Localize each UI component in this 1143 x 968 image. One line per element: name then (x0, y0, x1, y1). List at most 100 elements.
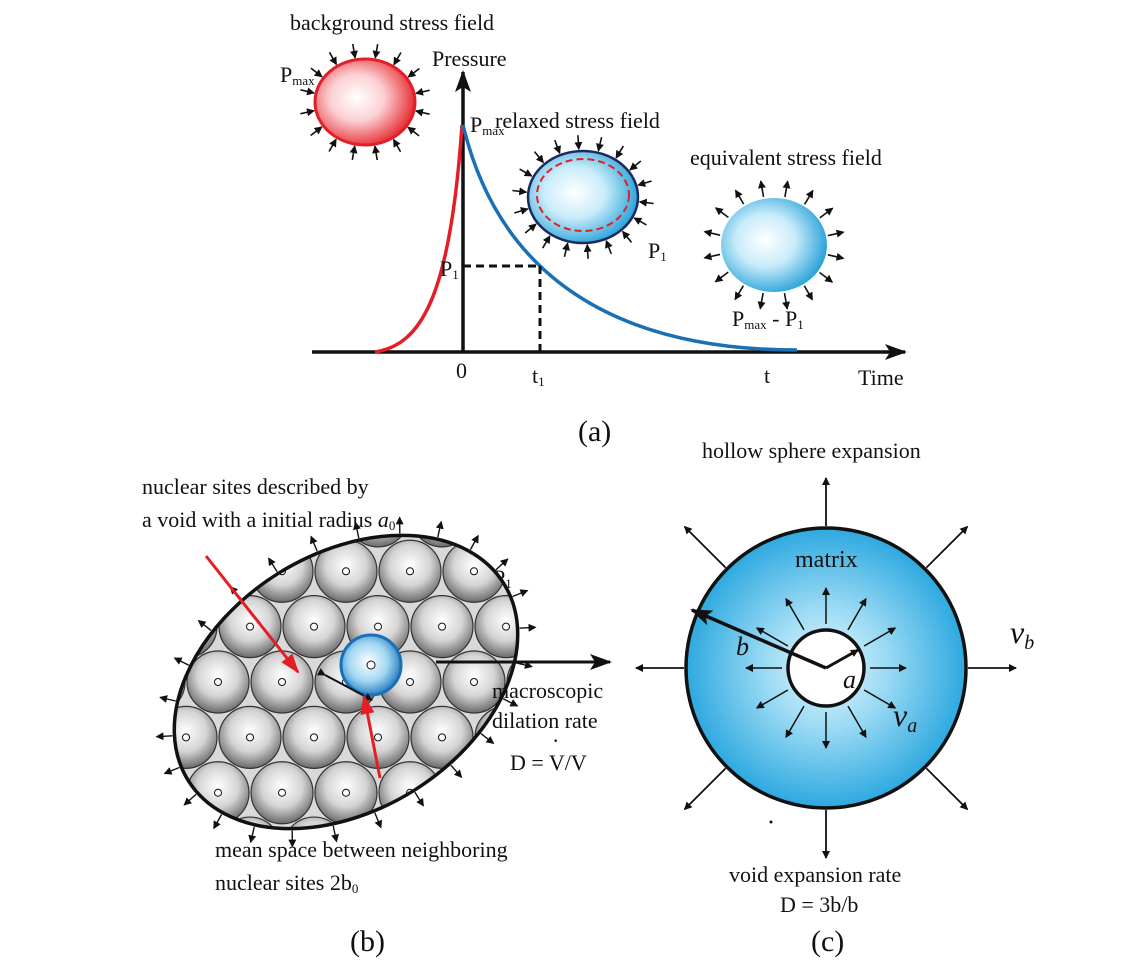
nuclear-site-sphere (379, 872, 441, 934)
nuclear-site-center (119, 623, 126, 630)
nuclear-site-center (599, 789, 606, 796)
nuclear-site-center (55, 623, 62, 630)
nuclear-site-center (247, 623, 254, 630)
nuclear-site-sphere (0, 872, 57, 934)
inward-arrow (543, 236, 550, 248)
nuclear-site-center (247, 734, 254, 741)
outward-arrow (184, 794, 196, 805)
nuclear-site-center (23, 679, 30, 686)
nuclear-site-sphere (539, 596, 601, 658)
nuclear-site-center (567, 734, 574, 741)
nuclear-site-center (343, 457, 350, 464)
outward-arrow (214, 814, 222, 828)
vb-label: vb (1010, 614, 1034, 654)
nuclear-site-center (439, 512, 446, 519)
tick-zero: 0 (456, 358, 467, 383)
outward-arrow (165, 768, 180, 774)
nuclear-site-center (151, 789, 158, 796)
outward-arrow (804, 286, 812, 300)
nuclear-site-center (215, 679, 222, 686)
tick-t: t (764, 363, 770, 388)
dilation-formula-dot: · (552, 728, 559, 753)
nuclear-site-center (119, 512, 126, 519)
a-label: a (843, 665, 856, 694)
macroscopic-text-2: dilation rate (492, 708, 598, 733)
nuclear-site-center (279, 900, 286, 907)
outward-arrow (415, 792, 423, 806)
inward-arrow (555, 140, 560, 153)
outward-arrow (198, 621, 211, 631)
nuclear-site-center (567, 845, 574, 852)
background-field-label: Pmax (280, 62, 315, 88)
b-label: b (736, 632, 749, 661)
outward-arrow (438, 522, 442, 538)
nuclear-site-center (151, 457, 158, 464)
nuclear-site-center (151, 900, 158, 907)
mean-space-text-2: nuclear sites 2b0 (215, 870, 358, 896)
nuclear-site-sphere (59, 430, 121, 492)
nuclear-site-center (87, 789, 94, 796)
panel-c: hollow sphere expansion matrix b a va vb… (636, 438, 1034, 958)
pressure-axis-label: Pressure (432, 46, 507, 71)
nuclear-site-center (23, 900, 30, 907)
inward-arrow (311, 127, 322, 136)
inward-arrow (375, 146, 377, 160)
caption-a: (a) (578, 415, 611, 448)
nuclear-site-center (695, 734, 702, 741)
nuclear-site-sphere (603, 485, 665, 547)
nuclear-site-center (407, 568, 414, 575)
nuclear-site-center (55, 845, 62, 852)
inward-arrow (416, 111, 430, 114)
macroscopic-text-1: macroscopic (492, 678, 603, 703)
nuclear-site-center (375, 734, 382, 741)
nuclear-site-sphere (635, 872, 697, 934)
nuclear-site-center (183, 734, 190, 741)
outward-arrow (516, 663, 532, 667)
inward-arrow (520, 169, 532, 176)
outward-arrow (481, 734, 494, 744)
inward-arrow (329, 139, 336, 151)
outward-arrow (785, 181, 788, 197)
outward-arrow (805, 191, 813, 205)
nuclear-site-center (663, 900, 670, 907)
highlighted-void-center (367, 661, 375, 669)
nuclear-site-center (471, 568, 478, 575)
nuclear-site-sphere (91, 817, 153, 879)
outward-arrow (736, 190, 744, 204)
nuclear-sites-text-1: nuclear sites described by (142, 474, 369, 499)
nuclear-site-center (599, 457, 606, 464)
nuclear-site-center (87, 568, 94, 575)
inward-arrow (352, 146, 354, 160)
nuclear-site-sphere (0, 430, 57, 492)
inward-arrow (525, 224, 536, 233)
nuclear-site-center (471, 789, 478, 796)
nuclear-site-sphere (443, 872, 505, 934)
nuclear-site-sphere (0, 762, 57, 824)
nuclear-site-center (695, 845, 702, 852)
nuclear-site-sphere (443, 762, 505, 824)
outward-arrow (175, 658, 189, 665)
void-expansion-text: void expansion rate (729, 862, 901, 887)
outward-arrow (828, 255, 844, 259)
nuclear-site-center (279, 679, 286, 686)
nuclear-site-sphere (635, 540, 697, 602)
nuclear-site-center (311, 623, 318, 630)
relaxed-field-title: relaxed stress field (495, 108, 660, 133)
nuclear-site-center (439, 734, 446, 741)
inward-arrow (300, 111, 314, 114)
nuclear-site-sphere (507, 872, 569, 934)
nuclear-site-center (407, 900, 414, 907)
nuclear-site-sphere (603, 596, 665, 658)
nuclear-site-center (151, 568, 158, 575)
nuclear-site-center (535, 789, 542, 796)
outward-arrow (156, 736, 172, 737)
nuclear-site-center (663, 457, 670, 464)
nuclear-site-sphere (443, 430, 505, 492)
nuclear-site-center (535, 568, 542, 575)
nuclear-site-center (215, 789, 222, 796)
nuclear-site-center (663, 568, 670, 575)
equivalent-field-title: equivalent stress field (690, 145, 882, 170)
nuclear-site-sphere (571, 540, 633, 602)
nuclear-site-sphere (123, 540, 185, 602)
inward-arrow (534, 152, 543, 163)
